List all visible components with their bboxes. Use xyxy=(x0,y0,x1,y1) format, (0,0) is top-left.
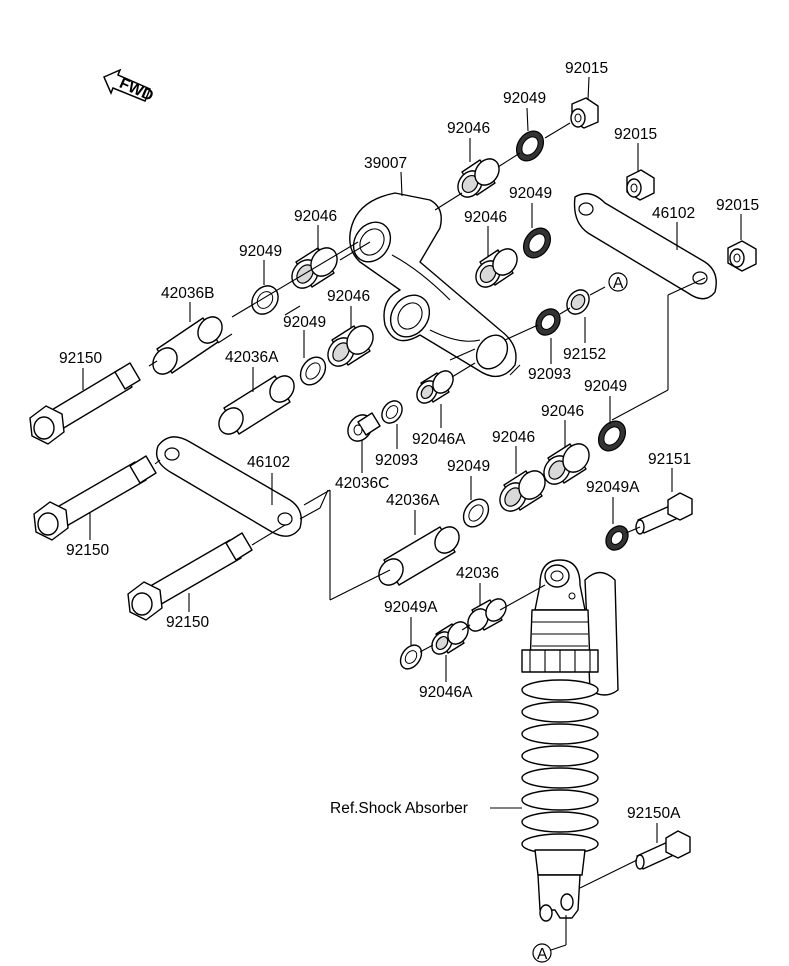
callout-92151: 92151 xyxy=(648,451,691,468)
rocker-arm-39007 xyxy=(349,192,517,378)
shock-spring xyxy=(521,679,599,855)
bearing-92046-left2 xyxy=(327,325,374,367)
nut-92015-mid xyxy=(626,169,655,201)
callout-42036B: 42036B xyxy=(161,285,214,302)
reference-marker-bottom: A xyxy=(532,943,567,963)
marker-top-label: A xyxy=(613,275,624,292)
callout-92152: 92152 xyxy=(563,346,606,363)
callout-39007: 39007 xyxy=(364,155,407,172)
callout-46102-right: 46102 xyxy=(652,205,695,222)
nut-92015-right xyxy=(727,240,757,272)
callout-92049-left2: 92049 xyxy=(283,314,326,331)
callout-92049A-right: 92049A xyxy=(586,479,640,496)
callout-42036A-mid: 42036A xyxy=(386,492,440,509)
bearing-92046-c xyxy=(543,443,590,485)
bolt-92150-bot xyxy=(127,532,253,621)
bearing-92046-c2 xyxy=(499,470,546,512)
callout-92150-mid: 92150 xyxy=(66,542,109,559)
collar-92152 xyxy=(566,289,590,315)
callout-42036A-top: 42036A xyxy=(225,349,279,366)
seal-92049A-right xyxy=(605,525,629,551)
nut-92015-top xyxy=(570,97,599,129)
tie-rod-46102-right xyxy=(573,192,717,300)
callout-92015-top: 92015 xyxy=(565,60,608,77)
bolt-92150A xyxy=(635,830,691,870)
bearing-92046A-top xyxy=(416,370,454,404)
callout-92150-top: 92150 xyxy=(59,350,102,367)
callout-92049-c: 92049 xyxy=(447,458,490,475)
callout-92049-top: 92049 xyxy=(503,90,546,107)
shock-absorber xyxy=(521,559,619,922)
seal-92049-left2 xyxy=(299,356,327,386)
fwd-label: FWD xyxy=(117,75,156,105)
seal-92049-left xyxy=(251,285,279,315)
callout-92150A: 92150A xyxy=(627,805,681,822)
leader-lines xyxy=(82,76,742,945)
bolt-92150-mid xyxy=(33,455,157,541)
callout-92046-top: 92046 xyxy=(447,120,490,137)
callout-92046-mid: 92046 xyxy=(464,209,507,226)
callout-92093-left: 92093 xyxy=(375,452,418,469)
callout-92046-left: 92046 xyxy=(294,208,337,225)
bearing-92046A-bot xyxy=(431,621,469,655)
seal-92049A-left xyxy=(399,644,423,670)
callout-92015-mid: 92015 xyxy=(614,126,657,143)
callout-92046-c2: 92046 xyxy=(492,429,535,446)
callout-92046A-top: 92046A xyxy=(412,431,466,448)
seal-92093-right xyxy=(535,308,561,336)
bearing-92046-mid xyxy=(475,248,518,288)
callout-46102-left: 46102 xyxy=(247,454,290,471)
fwd-arrow-icon: FWD xyxy=(103,68,156,105)
callout-92015-right: 92015 xyxy=(716,197,759,214)
callout-42036C: 42036C xyxy=(335,475,389,492)
reference-marker-top: A xyxy=(608,272,628,292)
bolt-92151 xyxy=(635,492,693,535)
collar-42036C xyxy=(347,412,381,442)
seal-92049-top xyxy=(515,130,545,162)
callout-92150-bot: 92150 xyxy=(166,614,209,631)
seal-92049-mid xyxy=(522,227,552,259)
callout-92049-r2: 92049 xyxy=(584,378,627,395)
seal-92093-left xyxy=(381,400,403,424)
collar-42036A-top xyxy=(218,375,295,435)
marker-bottom-label: A xyxy=(537,946,548,963)
callout-92049-left: 92049 xyxy=(239,243,282,260)
seal-92049-r2 xyxy=(597,420,627,452)
callout-92049A-left: 92049A xyxy=(384,599,438,616)
callout-ref-shock-absorber: Ref.Shock Absorber xyxy=(330,800,468,817)
seal-92049-c xyxy=(462,498,490,528)
callout-92093-right: 92093 xyxy=(528,366,571,383)
bolt-92150-top xyxy=(29,362,141,445)
callout-labels: 92015 92049 92046 39007 92015 92049 9204… xyxy=(59,60,759,822)
collar-42036 xyxy=(467,598,507,632)
callout-42036: 42036 xyxy=(456,565,499,582)
callout-92046-left2: 92046 xyxy=(327,288,370,305)
callout-92046A-bot: 92046A xyxy=(419,684,473,701)
callout-92046-c: 92046 xyxy=(541,403,584,420)
collar-42036A-mid xyxy=(378,526,460,586)
callout-92049-mid: 92049 xyxy=(509,185,552,202)
bearing-92046-top xyxy=(457,158,500,198)
tie-rod-46102-left xyxy=(155,436,302,537)
collar-42036B xyxy=(152,316,223,375)
